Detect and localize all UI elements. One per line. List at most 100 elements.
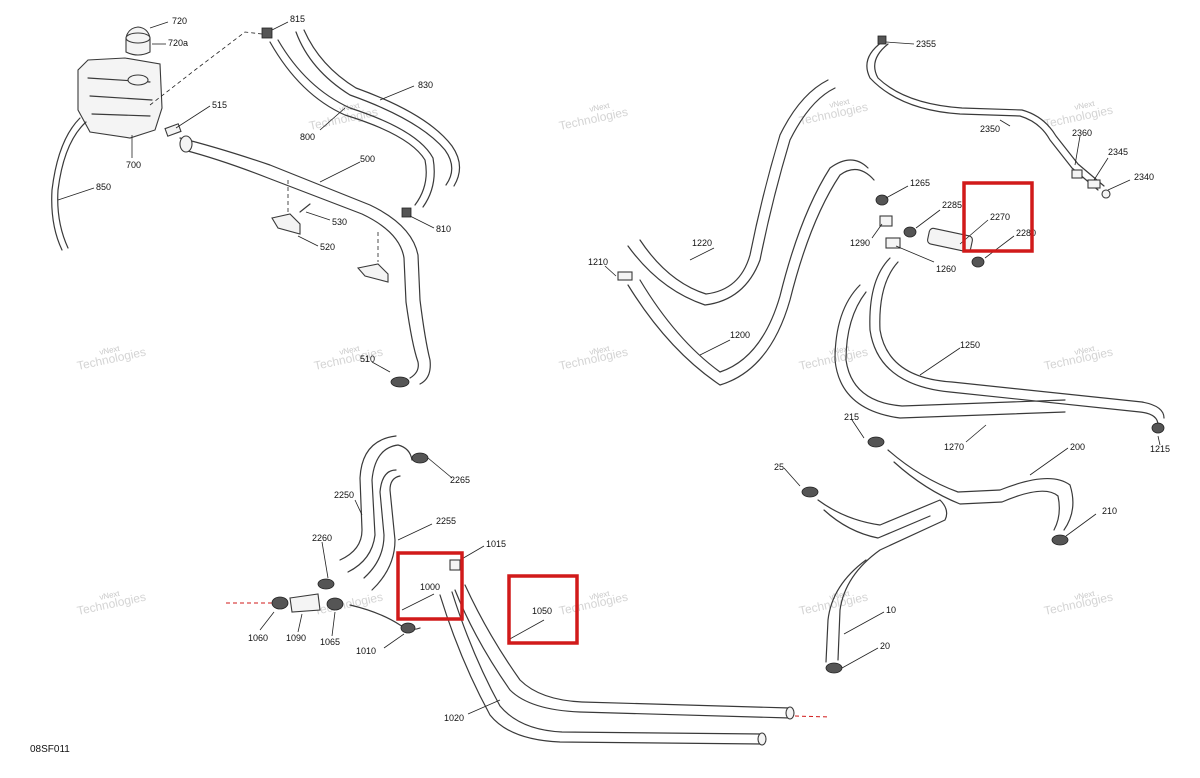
callout-2350: 2350 (980, 124, 1000, 134)
hose-1020-end (757, 732, 767, 746)
highlight-box-2270 (962, 181, 1034, 253)
callout-1260: 1260 (936, 264, 956, 274)
hose-10 (817, 499, 948, 661)
watermark: vNext (589, 589, 612, 602)
callout-700: 700 (126, 160, 141, 170)
fitting-2360 (1071, 169, 1083, 179)
flow-indicator (794, 715, 831, 718)
hose-1250-edge (879, 261, 1165, 419)
callout-510: 510 (360, 354, 375, 364)
hose-500-edge (183, 149, 419, 379)
clamp-210 (1051, 534, 1069, 546)
clamp-810 (401, 207, 412, 218)
callout-2265: 2265 (450, 475, 470, 485)
clamp-20 (825, 662, 843, 674)
callout-210: 210 (1102, 506, 1117, 516)
watermark: vNext (99, 344, 122, 357)
lower-left-assembly (226, 435, 831, 746)
hose-800 (269, 41, 427, 206)
fitting-1260 (885, 237, 901, 249)
fitting-1290 (879, 215, 893, 227)
callout-1290: 1290 (850, 238, 870, 248)
callout-1090: 1090 (286, 633, 306, 643)
watermark: vNext (1074, 99, 1097, 112)
hose-2255 (371, 475, 401, 591)
clamp-215 (867, 436, 885, 448)
callout-815: 815 (290, 14, 305, 24)
callout-2280: 2280 (1016, 228, 1036, 238)
watermark: vNext (1074, 344, 1097, 357)
clamp-1060 (271, 596, 289, 610)
hose-1050-edge (464, 584, 791, 709)
hose-1250 (869, 257, 1159, 426)
bracket-520 (271, 213, 301, 235)
hose-200 (887, 449, 1074, 531)
hose-1050 (454, 589, 791, 719)
lower-right-assembly (801, 436, 1074, 674)
connection-dashed (149, 31, 263, 106)
clamp-25 (801, 486, 819, 498)
callout-1220: 1220 (692, 238, 712, 248)
clamp-2355 (877, 35, 887, 45)
watermark: vNext (339, 344, 362, 357)
leader-lines (57, 21, 1161, 715)
callout-800: 800 (300, 132, 315, 142)
callout-1265: 1265 (910, 178, 930, 188)
hose-1200 (627, 169, 875, 386)
hose-1220 (627, 87, 836, 306)
highlight-boxes (396, 181, 1034, 645)
fitting-515 (164, 123, 182, 137)
callout-2360: 2360 (1072, 128, 1092, 138)
hose-2350-edge (874, 43, 1105, 187)
clamp-1265 (875, 194, 889, 206)
callout-1015: 1015 (486, 539, 506, 549)
hose-1200-edge (639, 159, 869, 373)
hose-800-edge (277, 39, 435, 208)
callout-1200: 1200 (730, 330, 750, 340)
clamp-1065 (326, 597, 344, 611)
callout-1020: 1020 (444, 713, 464, 723)
callout-215: 215 (844, 412, 859, 422)
hose-1270 (834, 284, 1066, 419)
upper-right-assembly (617, 35, 1165, 434)
fitting-1015 (449, 559, 461, 571)
hose-2250-edge (339, 435, 397, 561)
watermark: vNext (829, 97, 852, 110)
callout-20: 20 (880, 641, 890, 651)
callout-2250: 2250 (334, 490, 354, 500)
hose-1050-end (785, 706, 795, 720)
bracket-520b (356, 263, 389, 283)
callout-2270: 2270 (990, 212, 1010, 222)
hose-2350 (866, 41, 1099, 191)
screw-530 (299, 203, 311, 213)
hose-830 (295, 31, 453, 186)
hose-2255-edge (363, 469, 397, 579)
callout-1250: 1250 (960, 340, 980, 350)
clamp-2260 (317, 578, 335, 590)
callout-520: 520 (320, 242, 335, 252)
watermark: Technologies (313, 590, 384, 618)
hose-830-edge (303, 29, 461, 187)
callout-720a: 720a (168, 38, 188, 48)
callout-2345: 2345 (1108, 147, 1128, 157)
callout-530: 530 (332, 217, 347, 227)
callout-515: 515 (212, 100, 227, 110)
clamp-815 (261, 27, 273, 39)
watermark-group: Technologies Technologies Technologies T… (76, 95, 1114, 618)
reservoir-neck (127, 74, 149, 86)
hose-850 (51, 117, 81, 251)
watermark: vNext (589, 101, 612, 114)
hose-500-end (179, 135, 193, 153)
highlight-box-1050 (507, 574, 579, 645)
callout-1270: 1270 (944, 442, 964, 452)
callout-810: 810 (436, 224, 451, 234)
callout-25: 25 (774, 462, 784, 472)
watermark: vNext (1074, 589, 1097, 602)
callout-500: 500 (360, 154, 375, 164)
callout-1050: 1050 (532, 606, 552, 616)
hose-500 (179, 137, 431, 385)
hose-850-edge (57, 121, 87, 249)
hose-2270 (927, 227, 973, 253)
